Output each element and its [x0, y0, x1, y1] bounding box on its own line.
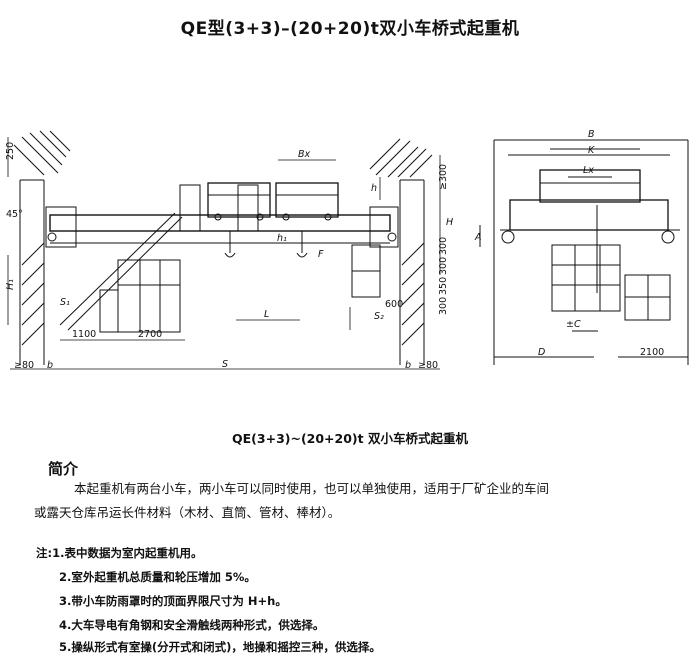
dim-350: 350 [438, 277, 449, 295]
end-view [479, 139, 689, 365]
right-wall [369, 138, 433, 365]
dim-L: L [264, 309, 269, 320]
dim-2700: 2700 [138, 329, 162, 340]
trolley-right [275, 182, 339, 258]
dim-300-b: 300 [438, 257, 449, 275]
operator-cabin [59, 212, 381, 333]
trolley-left [207, 182, 271, 258]
dim-1100: 1100 [72, 329, 96, 340]
figure-caption: QE(3+3)~(20+20)t 双小车桥式起重机 [232, 431, 468, 446]
dim-s: S [222, 359, 228, 370]
left-dim-lines [7, 137, 441, 370]
dim-45: 45° [6, 209, 23, 220]
intro-heading: 简介 [48, 460, 79, 478]
dim-250: 250 [5, 142, 16, 160]
dim-B: B [588, 129, 595, 140]
dim-Lx: Lx [583, 165, 594, 176]
note-item: 2.室外起重机总质量和轮压增加 5%。 [59, 570, 256, 584]
note-item: 4.大车导电有角钢和安全滑触线两种形式，供选择。 [59, 618, 325, 632]
dim-80-right: ≥80 [418, 360, 438, 371]
dim-2100: 2100 [640, 347, 664, 358]
dim-D: D [538, 347, 545, 358]
dim-A: A [474, 232, 482, 243]
dim-80-left: ≥80 [14, 360, 34, 371]
dim-K: K [588, 145, 595, 156]
dim-300-c: 300 [438, 297, 449, 315]
dim-300-top: ≥300 [438, 164, 449, 190]
dim-h: h [371, 183, 377, 194]
bridge-girder [45, 184, 399, 248]
dim-s1: S₁ [60, 297, 70, 308]
note-item: 注:1.表中数据为室内起重机用。 [36, 546, 203, 560]
dim-600: 600 [385, 299, 403, 310]
dim-h1: h₁ [277, 233, 287, 244]
left-wall [13, 130, 71, 365]
note-item: 5.操纵形式有室操(分开式和闭式)，地操和摇控三种，供选择。 [59, 640, 381, 654]
intro-line-1: 本起重机有两台小车，两小车可以同时使用，也可以单独使用，适用于厂矿企业的车间 [74, 481, 550, 496]
dim-h1-left: H₁ [5, 279, 16, 290]
dim-C: ±C [566, 319, 581, 330]
intro-line-2: 或露天仓库吊运长件材料（木材、直筒、管材、棒材）。 [34, 505, 341, 520]
dim-b-right: b [405, 360, 411, 371]
dim-H: H [446, 217, 453, 228]
dim-s2: S₂ [374, 311, 384, 322]
note-item: 3.带小车防雨罩时的顶面界限尺寸为 H+h。 [59, 594, 287, 608]
dim-F: F [318, 249, 324, 260]
crane-drawing: 250 45° H₁ S₁ 1100 2700 ≥80 b S b ≥80 Bx… [5, 129, 689, 371]
dim-b-left: b [47, 360, 53, 371]
dim-bx: Bx [298, 149, 311, 160]
dim-300-a: 300 [438, 237, 449, 255]
page-title: QE型(3+3)–(20+20)t双小车桥式起重机 [180, 19, 520, 39]
